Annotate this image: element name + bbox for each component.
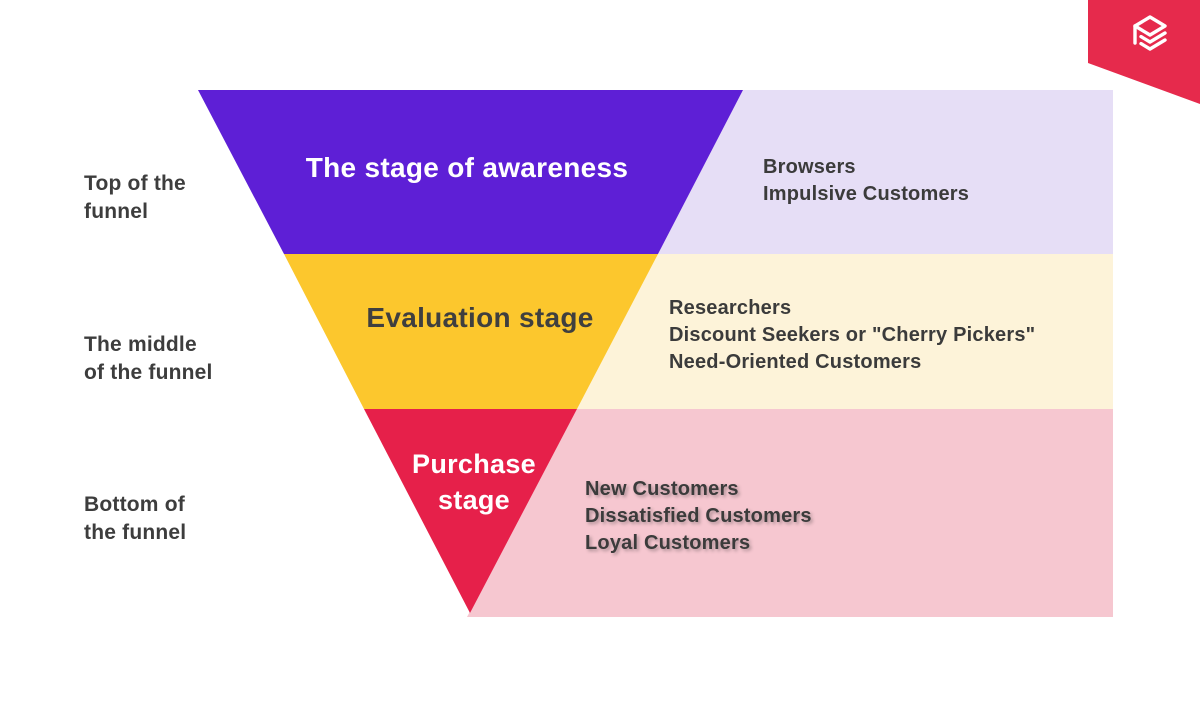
side-label-line: Top of the xyxy=(84,172,186,195)
stage-label-evaluation: Evaluation stage xyxy=(366,302,594,333)
stage-label-awareness: The stage of awareness xyxy=(305,152,629,183)
side-label-middle-of-funnel: The middle of the funnel xyxy=(84,331,213,387)
side-label-line: funnel xyxy=(84,200,149,223)
funnel-stage-evaluation-shape xyxy=(284,254,658,409)
side-label-line: of the funnel xyxy=(84,361,213,384)
customer-type-item: New Customers xyxy=(585,478,739,500)
customer-type-item: Need-Oriented Customers xyxy=(669,351,922,373)
funnel-stage-purchase-shape xyxy=(364,409,577,613)
funnel-stage-awareness-shape xyxy=(198,90,743,254)
stage-label-line: Purchase xyxy=(412,449,536,479)
brand-ribbon xyxy=(1088,0,1200,104)
brand-logo-icon xyxy=(1133,15,1167,51)
side-label-line: the funnel xyxy=(84,521,187,544)
customer-type-item: Dissatisfied Customers xyxy=(585,505,812,527)
side-label-top-of-funnel: Top of the funnel xyxy=(84,170,186,226)
customer-types-evaluation: Researchers Discount Seekers or "Cherry … xyxy=(669,295,1035,376)
panel-awareness-shape xyxy=(658,90,1113,254)
side-label-line: The middle xyxy=(84,333,197,356)
customer-type-item: Impulsive Customers xyxy=(763,183,970,205)
stage-label-purchase: Purchase stage xyxy=(412,446,536,518)
stage-label-line: stage xyxy=(437,485,511,515)
customer-type-item: Loyal Customers xyxy=(585,532,751,554)
customer-type-item: Discount Seekers or "Cherry Pickers" xyxy=(669,324,1036,346)
panel-purchase-shape xyxy=(467,409,1113,617)
side-label-line: Bottom of xyxy=(84,493,185,516)
side-label-bottom-of-funnel: Bottom of the funnel xyxy=(84,491,186,547)
panel-evaluation-shape xyxy=(577,254,1113,409)
customer-types-purchase: New Customers Dissatisfied Customers Loy… xyxy=(585,476,812,557)
customer-type-item: Researchers xyxy=(669,297,792,319)
customer-type-item: Browsers xyxy=(763,156,856,178)
customer-types-awareness: Browsers Impulsive Customers xyxy=(763,154,969,208)
